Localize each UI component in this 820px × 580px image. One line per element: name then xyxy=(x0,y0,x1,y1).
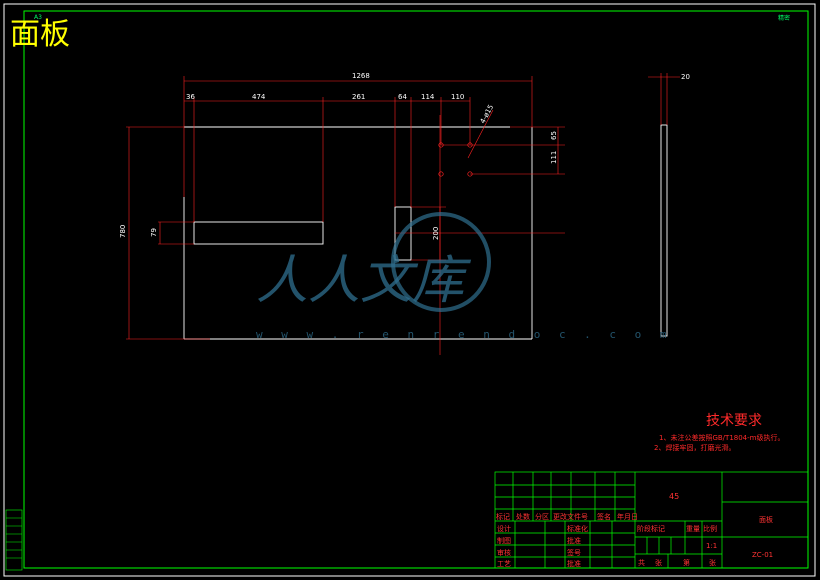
bc-2: 第 xyxy=(683,558,690,567)
mid-row-1: 批准 xyxy=(567,536,581,545)
dim-overall-width: 1268 xyxy=(352,72,370,80)
dim-36: 36 xyxy=(186,93,195,101)
drawing-title: 面板 xyxy=(10,17,70,52)
dim-780: 780 xyxy=(119,225,127,238)
mid-row-3: 批准 xyxy=(567,559,581,568)
side-view: 20 xyxy=(648,73,690,337)
bc-3: 张 xyxy=(709,558,716,567)
tech-req-line-1: 1、未注公差按照GB/T1804-m级执行。 xyxy=(659,433,784,442)
outer-frame xyxy=(3,3,816,577)
part-name: 面板 xyxy=(759,515,773,524)
dim-114: 114 xyxy=(421,93,435,101)
slot-right xyxy=(394,206,412,261)
scale: 1:1 xyxy=(706,542,717,550)
left-margin-strip xyxy=(5,509,23,571)
dim-thickness: 20 xyxy=(681,73,690,81)
dim-holes: 4-ø15 xyxy=(479,103,496,125)
hole-2 xyxy=(467,142,473,148)
hole-4 xyxy=(467,171,473,177)
drawing-no: ZC-01 xyxy=(752,551,773,559)
hdr-5: 年月日 xyxy=(617,512,638,521)
material: 45 xyxy=(669,492,679,501)
rh-1: 重量 xyxy=(686,525,700,533)
hdr-2: 分区 xyxy=(535,512,549,521)
hole-3 xyxy=(438,171,444,177)
dim-261: 261 xyxy=(352,93,365,101)
hdr-1: 处数 xyxy=(516,512,530,521)
tech-req-title: 技术要求 xyxy=(706,413,762,429)
dim-79: 79 xyxy=(150,228,158,237)
left-row-2: 审核 xyxy=(497,548,511,557)
hole-1 xyxy=(438,142,444,148)
hdr-3: 更改文件号 xyxy=(553,512,588,521)
inner-frame xyxy=(23,10,809,569)
hdr-0: 标记 xyxy=(496,512,510,521)
corner-label-right: 精密 xyxy=(778,14,790,22)
tech-req-line-2: 2、焊接牢固，打磨光滑。 xyxy=(654,443,735,452)
watermark: 人人文库 w w w . r e n r e n d o c . c o m xyxy=(256,212,673,341)
mid-row-0: 标准化 xyxy=(567,524,588,533)
watermark-url: w w w . r e n r e n d o c . c o m xyxy=(256,328,673,341)
left-row-1: 制图 xyxy=(497,536,511,545)
slot-left xyxy=(193,221,324,245)
left-row-0: 设计 xyxy=(497,524,511,533)
hdr-4: 签名 xyxy=(597,512,611,521)
dim-200: 200 xyxy=(432,227,440,240)
mid-row-2: 签号 xyxy=(567,548,581,557)
watermark-text: 人人文库 xyxy=(256,251,472,311)
corner-label-left: A3 xyxy=(34,14,42,21)
title-block-text: 45 面板 ZC-01 1:1 标记 处数 分区 更改文件号 签名 年月日 设计… xyxy=(496,492,773,568)
rh-0: 阶段标记 xyxy=(637,524,665,533)
dim-64: 64 xyxy=(398,93,407,101)
dim-474: 474 xyxy=(252,93,266,101)
bc-0: 共 xyxy=(638,558,645,567)
title-block xyxy=(494,471,809,569)
holes xyxy=(438,142,473,177)
dimension-lines xyxy=(126,76,565,355)
dim-110: 110 xyxy=(451,93,464,101)
bc-1: 张 xyxy=(655,558,662,567)
left-row-3: 工艺 xyxy=(497,560,511,568)
watermark-ring-icon xyxy=(391,212,491,312)
dim-65: 65 xyxy=(550,131,558,140)
rh-2: 比例 xyxy=(703,524,717,533)
dim-111: 111 xyxy=(550,151,558,164)
